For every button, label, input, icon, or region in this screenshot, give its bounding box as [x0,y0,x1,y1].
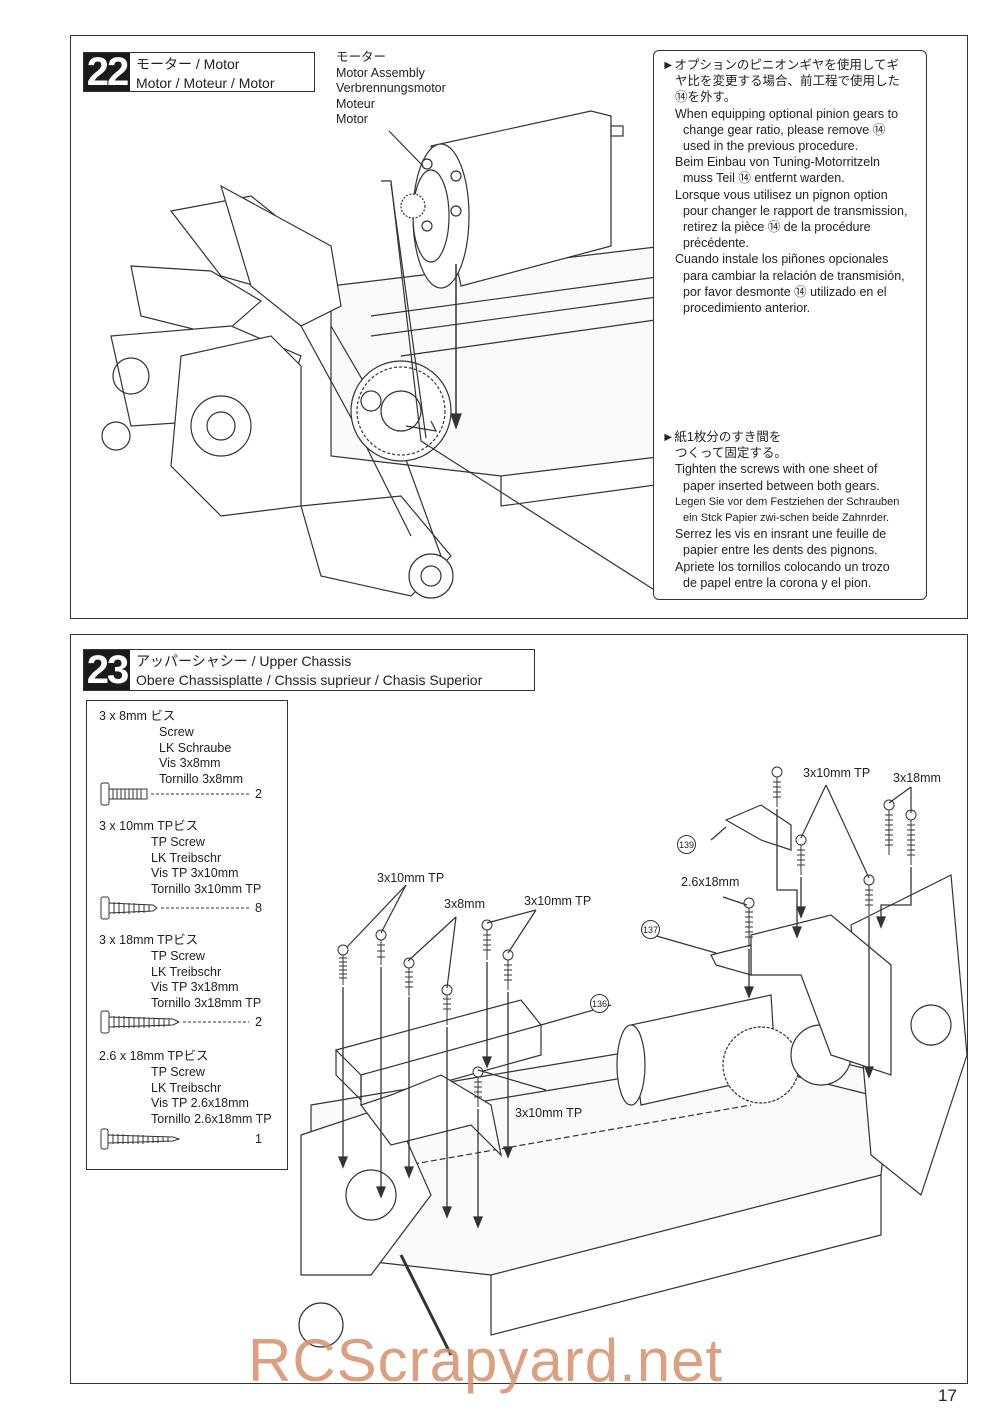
note-line: When equipping optional pinion gears to [675,106,899,121]
note-line: change gear ratio, please remove ⑭ [683,122,886,137]
note-line: de papel entre la corona y el pion. [683,575,872,590]
part-label: モーター [336,50,387,64]
part-label: Motor [336,112,368,126]
page-number: 17 [938,1386,957,1405]
legend-item-3x10tp: 3 x 10mm TPビス TP Screw LK Treibschr Vis … [99,819,261,898]
step-header: 22 モーター / Motor Motor / Moteur / Motor [83,50,315,94]
legend-line: LK Treibschr [151,964,222,979]
screw-icons [100,782,249,1150]
legend-line: 3 x 8mm ビス [99,709,176,723]
part-label: Verbrennungsmotor [336,81,446,95]
step-number: 22 [84,50,130,94]
note-line: muss Teil ⑭ entfernt warden. [683,171,845,186]
part-number-badge: 139 [677,835,696,854]
legend-line: Tornillo 3x18mm TP [151,996,262,1011]
note-line: ヤ比を変更する場合、前工程で使用した [675,74,901,89]
upper-chassis-illustration [298,766,967,1356]
step-titles: アッパーシャシー / Upper Chassis Obere Chassispl… [130,650,488,690]
note-line: ⑭を外す。 [675,90,737,105]
note-line: procedimiento anterior. [683,301,811,316]
callout-label: 3x10mm TP [377,871,445,885]
legend-line: TP Screw [151,834,205,849]
step-header: 23 アッパーシャシー / Upper Chassis Obere Chassi… [83,648,535,692]
note-line: para cambiar la relación de transmisión, [683,268,905,283]
step-title-jp: モーター / Motor [136,56,240,72]
legend-line: Vis 3x8mm [159,756,221,771]
step-title-jp: アッパーシャシー / Upper Chassis [136,653,352,669]
legend-line: 3 x 18mm TPビス [99,933,199,947]
note-line: pour changer le rapport de transmission, [683,203,908,218]
note-line: paper inserted between both gears. [683,478,880,493]
legend-line: LK Schraube [159,740,232,755]
step-title-en: Motor / Moteur / Motor [136,75,275,91]
motor-part-labels: モーター Motor Assembly Verbrennungsmotor Mo… [336,50,446,128]
legend-line: 2.6 x 18mm TPビス [99,1049,209,1063]
legend-item-3x18tp: 3 x 18mm TPビス TP Screw LK Treibschr Vis … [99,933,261,1012]
legend-line: LK Treibschr [151,1080,222,1095]
instruction-note-box: ►オプションのピニオンギヤを使用してギ ヤ比を変更する場合、前工程で使用した ⑭… [653,50,927,600]
legend-qty: 2 [255,1015,262,1029]
legend-line: Screw [159,724,194,739]
step-number: 23 [84,648,130,692]
note-line: つくって固定する。 [675,446,787,461]
callout-label: 3x10mm TP [803,766,871,780]
note-line: retirez la pièce ⑭ de la procédure [683,220,871,235]
legend-item-3x8: 3 x 8mm ビス Screw LK Schraube Vis 3x8mm T… [99,709,243,788]
legend-line: TP Screw [151,1064,205,1079]
legend-qty: 1 [255,1132,262,1146]
callout-label: 3x18mm [893,771,941,785]
note-line: Cuando instale los piñones opcionales [675,252,889,267]
part-number-badge: 137 [641,920,660,939]
callout-label: 3x8mm [444,897,485,911]
gear-mesh-note: ►紙1枚分のすき間を つくって固定する。 Tighten the screws … [662,429,899,591]
watermark: RCScrapyard.net [248,1327,724,1394]
step-titles: モーター / Motor Motor / Moteur / Motor [130,53,280,91]
legend-line: LK Treibschr [151,850,222,865]
callout-label: 3x10mm TP [524,894,592,908]
legend-qty: 2 [255,787,262,801]
note-line: Tighten the screws with one sheet of [675,462,878,477]
legend-line: Tornillo 3x8mm [159,772,244,787]
legend-line: Vis TP 3x10mm [151,866,239,881]
note-line: précédente. [683,236,750,251]
step-title-en: Obere Chassisplatte / Chssis suprieur / … [136,672,483,688]
legend-qty: 8 [255,901,262,915]
part-number-badge: 136 [590,994,609,1013]
note-line: Serrez les vis en insrant une feuille de [675,527,887,542]
part-label: Motor Assembly [336,65,425,80]
note-line: por favor desmonte ⑭ utilizado en el [683,284,887,299]
callout-label: 3x10mm TP [515,1106,583,1120]
note-line: ►紙1枚分のすき間を [662,430,782,444]
legend-line: Vis TP 2.6x18mm [151,1096,249,1111]
note-line: papier entre les dents des pignons. [683,543,878,558]
pinion-note: ►オプションのピニオンギヤを使用してギ ヤ比を変更する場合、前工程で使用した ⑭… [662,57,907,316]
note-line: ein Stck Papier zwi-schen beide Zahnrder… [683,512,890,525]
callout-label: 2.6x18mm [681,875,740,889]
legend-line: 3 x 10mm TPビス [99,819,199,833]
note-line: Lorsque vous utilisez un pignon option [675,187,888,202]
legend-line: TP Screw [151,948,205,963]
part-label: Moteur [336,96,375,111]
note-line: Apriete los tornillos colocando un trozo [675,559,890,574]
note-line: ►オプションのピニオンギヤを使用してギ [662,58,899,72]
legend-item-2-6x18tp: 2.6 x 18mm TPビス TP Screw LK Treibschr Vi… [99,1049,272,1128]
legend-line: Tornillo 2.6x18mm TP [151,1112,272,1127]
note-line: Legen Sie vor dem Festziehen der Schraub… [675,495,900,508]
step-22-panel: 22 モーター / Motor Motor / Moteur / Motor [70,35,968,619]
legend-line: Vis TP 3x18mm [151,980,239,995]
screw-parts-legend: 3 x 8mm ビス Screw LK Schraube Vis 3x8mm T… [86,700,288,1170]
legend-line: Tornillo 3x10mm TP [151,882,262,897]
note-line: used in the previous procedure. [683,139,859,154]
note-line: Beim Einbau von Tuning-Motorritzeln [675,155,880,170]
